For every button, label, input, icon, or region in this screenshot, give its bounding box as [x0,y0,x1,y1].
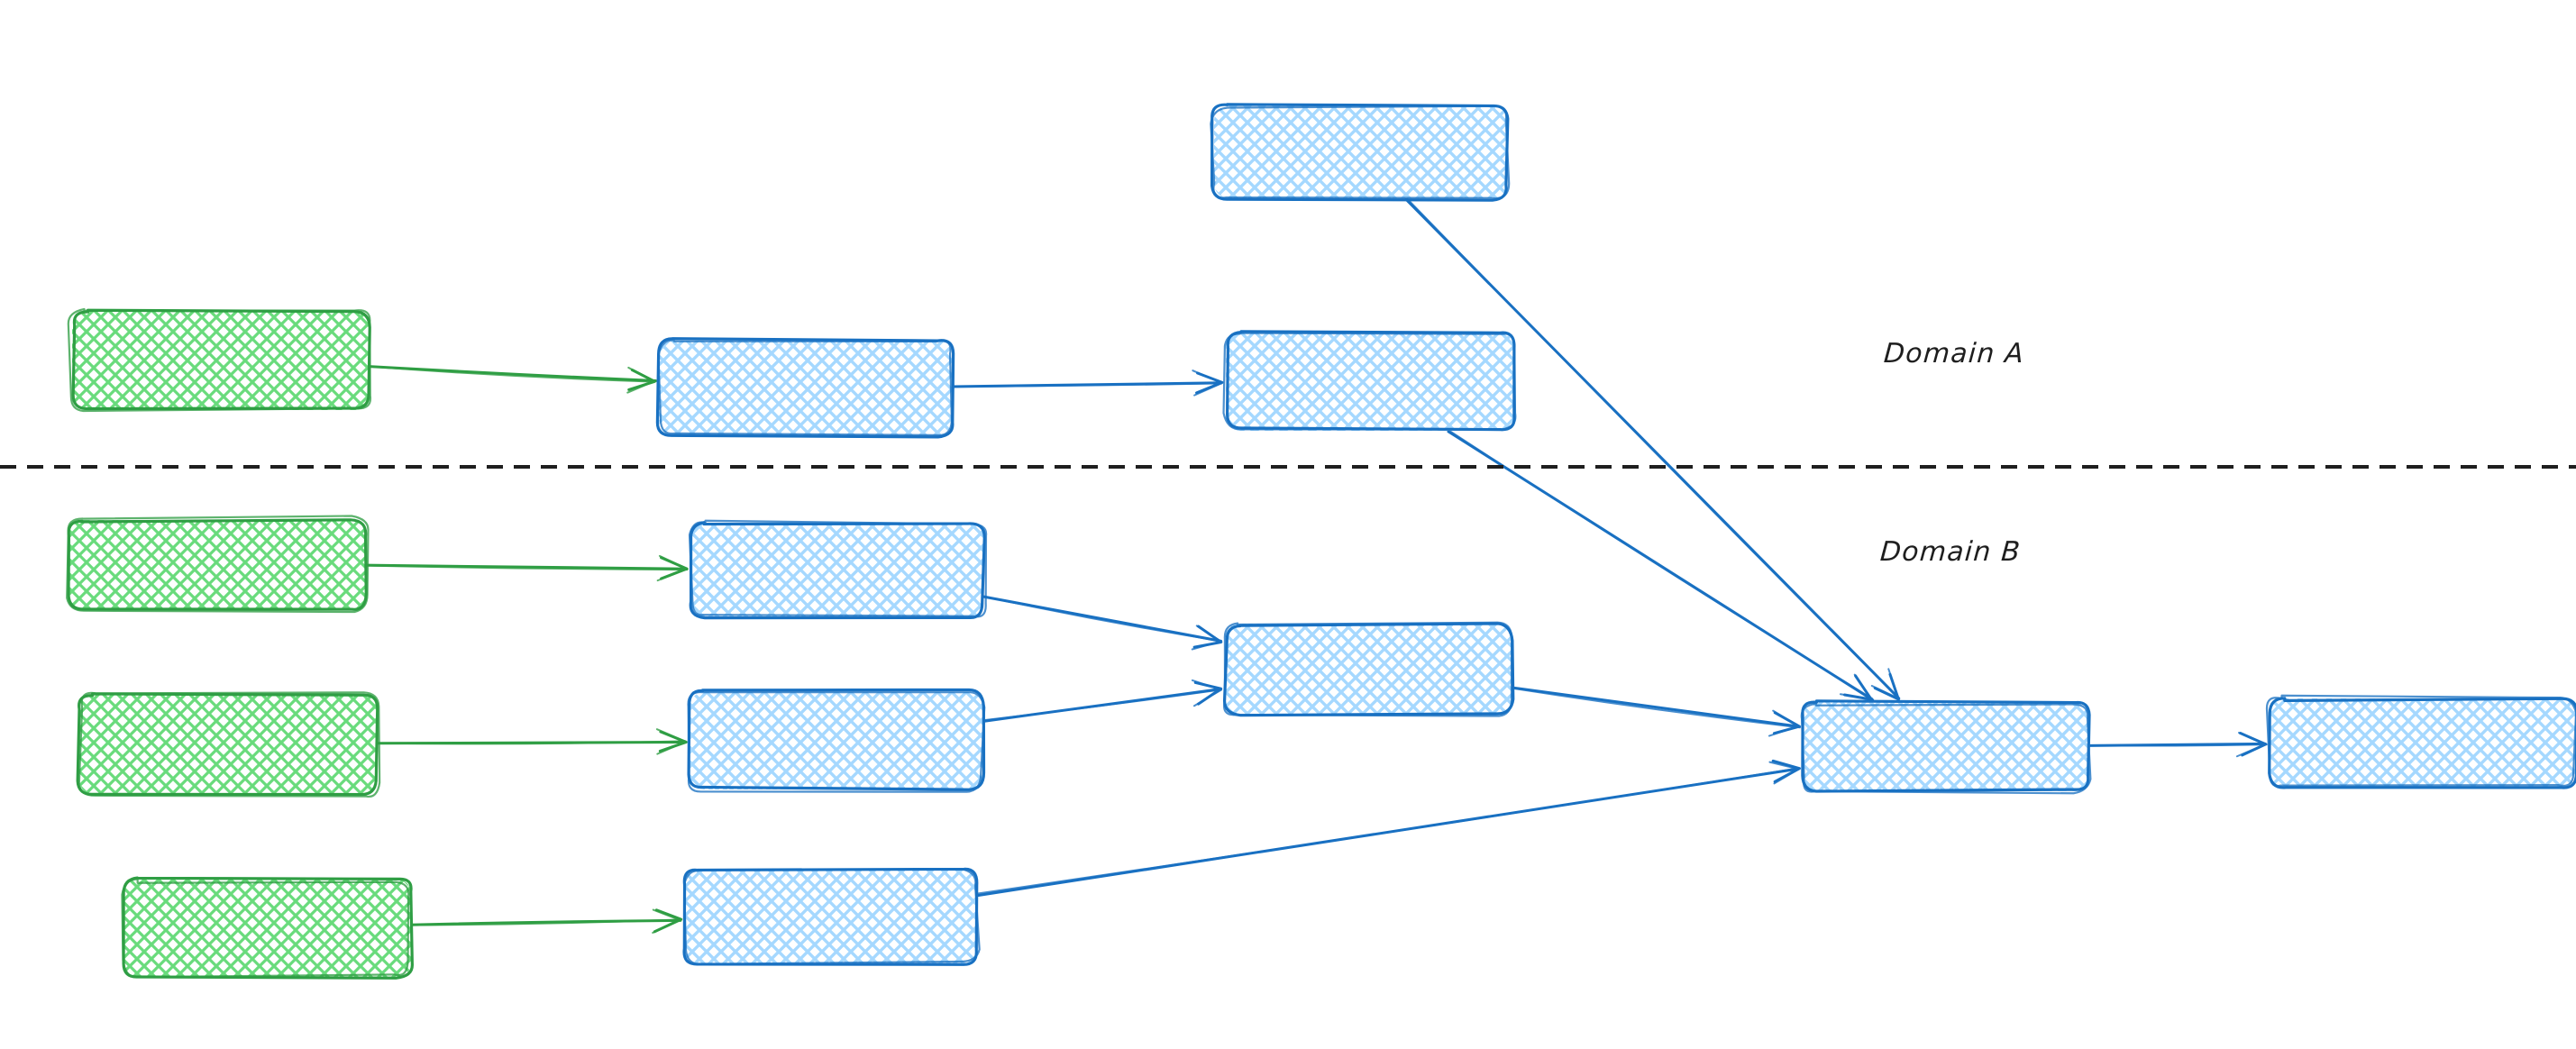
node-outline [1800,702,2092,795]
edge-arrowhead [1192,369,1223,397]
node-fill [690,692,982,789]
edge-shaft [975,767,1801,895]
node-src-b3[interactable] [121,876,414,980]
edge-e-src-b1-proc-b1[interactable] [364,554,689,582]
edge-shaft [1512,686,1801,728]
edge-arrowhead [1839,673,1873,701]
node-proc-b2[interactable] [687,688,986,793]
node-outline [67,307,372,413]
node-tail[interactable] [2265,694,2576,789]
node-proc-b1[interactable] [688,519,988,620]
edge-shaft [375,740,687,745]
node-outline [689,521,986,620]
edge-arrowhead [1191,679,1223,707]
edge-shaft [1405,196,1901,700]
node-fill [659,341,952,435]
node-outline [1223,621,1513,717]
edge-arrowhead [1191,625,1222,651]
node-src-b2[interactable] [76,691,381,798]
node-fill [684,870,977,964]
edge-e-proc-a1-proc-a2[interactable] [950,369,1224,397]
node-proc-a2[interactable] [1222,330,1517,432]
node-fill [1226,332,1514,431]
edge-arrowhead [1768,709,1800,737]
edge-e-proc-a3-sink[interactable] [1404,196,1901,701]
edge-arrowhead [1768,761,1800,785]
node-outline [682,867,979,966]
node-outline [78,691,381,798]
node-fill [72,311,370,410]
node-outline [657,339,954,437]
edge-e-proc-b3-sink[interactable] [1512,686,1801,737]
node-outline [682,868,981,965]
node-outline [1210,105,1511,200]
node-outline [2268,697,2576,789]
edge-shaft [982,689,1222,722]
node-src-b1[interactable] [66,515,370,614]
edge-e-proc-a2-sink[interactable] [1447,429,1875,702]
node-outline [2265,694,2576,788]
edge-e-sink-tail[interactable] [2087,732,2268,758]
node-fill [1803,701,2089,791]
edge-layer [364,196,2268,934]
node-outline [71,308,371,411]
edge-e-proc-b2-proc-b3[interactable] [981,679,1223,723]
node-fill [690,523,983,617]
edge-arrowhead [2235,732,2268,758]
node-fill [79,694,377,795]
node-proc-a3[interactable] [1210,103,1511,202]
node-src-a1[interactable] [67,307,372,413]
edge-shaft [950,382,1223,388]
node-outline [655,337,955,439]
node-fill [69,520,366,610]
edge-shaft [1512,687,1801,729]
edge-shaft [367,365,657,383]
edge-shaft [365,564,689,571]
edge-arrowhead [652,908,681,934]
edge-shaft [982,595,1222,643]
node-sink[interactable] [1800,699,2092,795]
edge-arrowhead [1870,668,1900,700]
edge-e-src-b3-proc-b4[interactable] [408,908,683,934]
edge-arrowhead [655,728,687,755]
edge-shaft [368,365,656,383]
edge-e-proc-b1-proc-b3[interactable] [981,595,1223,651]
node-fill [123,879,411,978]
node-outline [688,519,988,618]
node-fill [2270,698,2576,789]
node-outline [66,515,370,614]
node-proc-b3[interactable] [1222,621,1515,717]
edge-shaft [2087,743,2268,747]
node-proc-a1[interactable] [655,337,955,439]
node-fill [1225,624,1513,716]
edge-e-proc-b4-sink[interactable] [975,759,1801,898]
edge-arrowhead [626,366,656,394]
domain-label-a: Domain A [1882,338,2026,369]
node-outline [687,690,986,793]
edge-e-src-a1-proc-a1[interactable] [367,365,657,394]
node-outline [67,518,368,611]
edge-shaft [410,918,681,926]
node-layer [66,103,2576,980]
node-outline [1222,332,1517,431]
edge-e-src-b2-proc-b2[interactable] [375,728,688,755]
node-proc-b4[interactable] [682,867,981,966]
edge-shaft [1448,429,1874,700]
node-outline [121,878,410,979]
edge-arrowhead [656,554,689,582]
node-fill [1214,105,1507,198]
domain-label-b: Domain B [1878,536,2023,568]
node-outline [76,692,379,797]
